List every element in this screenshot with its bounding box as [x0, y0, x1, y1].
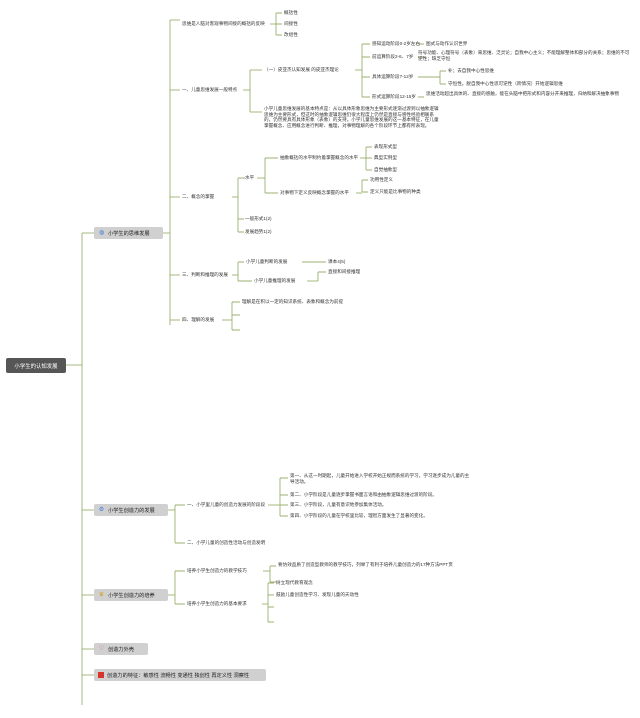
node-creativity-stages[interactable]: 一、小学里儿童的创造力发展的阶段段	[187, 502, 266, 507]
branch-label: 创造力外壳	[108, 646, 134, 653]
node-reasoning-item[interactable]: 直接和间接推理	[328, 269, 361, 274]
node-basic-requirements[interactable]: 培养小学生创造力的基本要求	[187, 601, 247, 606]
node-creative-activities[interactable]: 二、小学儿童的创造性活动与创造发明	[187, 540, 266, 545]
branch-thinking-development[interactable]: ◍ 小学生的思维发展	[94, 227, 163, 239]
node-stage-sensorimotor[interactable]: 感知运动阶段0-2岁左右	[372, 41, 420, 46]
node-creativity-stage[interactable]: 第二、小学阶段是儿童逐步掌握书面言语和由抽象逻辑思维过渡的阶段。	[290, 492, 438, 497]
root-node[interactable]: 小学生的认知发展	[6, 358, 66, 373]
globe-icon: ◍	[98, 229, 105, 236]
node-understanding-desc[interactable]: 理解是在积以一定的知识系统、表象和概念为前提	[242, 299, 344, 304]
node-abstract-item[interactable]: 自觉抽象型	[374, 167, 397, 172]
node-intro-item[interactable]: 改组性	[284, 32, 298, 37]
branch-label: 小学生创造力的培养	[108, 592, 155, 599]
branch-label: 创造力的特征：敏感性 流畅性 变通性 独创性 再定义性 洞察性	[107, 672, 250, 679]
node-requirement-item[interactable]: 鼓励儿童创造性学习、发现儿童的天动性	[276, 592, 359, 597]
branch-label: 小学生创造力的发展	[108, 507, 155, 514]
node-stage-desc: 符号功能、心理符号（表象）来思维、泛灵论；自我中心主义；不能理解整体和部分的关系…	[418, 50, 630, 61]
node-concept-mastery[interactable]: 二、概念的掌握	[182, 194, 215, 199]
node-stage-concrete[interactable]: 具体运算阶段7-12岁	[372, 74, 414, 79]
node-abstract-level[interactable]: 抽象概括的水平制约着掌握概念的水平	[280, 155, 359, 160]
branch-creativity-development[interactable]: ⚙ 小学生创造力的发展	[94, 504, 168, 516]
node-understanding[interactable]: 四、理解的发展	[182, 317, 215, 322]
node-abstract-item[interactable]: 表现形式型	[374, 144, 397, 149]
node-judgement[interactable]: 小学儿童判断的发展	[246, 259, 288, 264]
node-trend[interactable]: 发展趋势1(2)	[245, 229, 272, 234]
node-general-features[interactable]: 一、儿童思维发展一般特点	[182, 87, 238, 92]
node-requirement-item[interactable]: 树立现代教育观念	[276, 580, 313, 585]
node-intro-item[interactable]: 概括性	[284, 10, 298, 15]
heart-icon: ♡	[98, 645, 105, 652]
node-definition-item[interactable]: 功用性定义	[370, 177, 393, 182]
node-thinking-definition[interactable]: 思维是人脑对客观事物间接的概括的反映	[182, 21, 265, 26]
branch-creativity-features[interactable]: 创造力的特征：敏感性 流畅性 变通性 独创性 再定义性 洞察性	[94, 669, 266, 681]
node-reasoning[interactable]: 小学儿童推理的发展	[254, 278, 296, 283]
node-stage-desc: 补；去自我中心性思维	[448, 68, 494, 73]
node-piaget-theory[interactable]: （一）皮亚杰认知发展 的皮亚杰理论	[264, 67, 339, 72]
node-teaching-desc[interactable]: 要仿效品质了创造型教师的教学技巧，列举了有利于培养儿童创造力的17种方法PPT页	[278, 562, 453, 567]
node-stage-formal[interactable]: 形式运算阶段12-15岁	[372, 94, 416, 99]
node-judgement-item[interactable]: 课本4(5)	[328, 259, 346, 264]
node-abstract-item[interactable]: 典型实例型	[374, 155, 397, 160]
node-stage-desc: 思维活动超出具体的、直接的感触，能在头脑中把形式和内容分开来推理，归纳和解决抽象…	[426, 91, 619, 96]
node-judgement-reasoning[interactable]: 三、判断和推理的发展	[182, 272, 228, 277]
node-general-form[interactable]: 一般形式1(2)	[245, 216, 272, 221]
flag-icon	[98, 672, 104, 678]
branch-creativity-shell[interactable]: ♡ 创造力外壳	[94, 643, 148, 655]
branch-creativity-cultivation[interactable]: ♛ 小学生创造力的培养	[94, 589, 168, 601]
trophy-icon: ♛	[98, 591, 105, 598]
gear-icon: ⚙	[98, 506, 105, 513]
node-level[interactable]: 水平	[245, 175, 255, 180]
branch-label: 小学生的思维发展	[108, 230, 150, 237]
node-intro-item[interactable]: 间接性	[284, 21, 298, 26]
node-definition-item[interactable]: 定义只能是比事物的种类	[370, 189, 421, 194]
node-stage-desc: 守恒性。脱自我中心性思可逆性（跨情况）开始逻辑思维	[448, 81, 563, 86]
node-stage-preoperational[interactable]: 前运算阶段2-6、7岁	[372, 54, 414, 59]
node-creativity-stage[interactable]: 第四、小学阶段的儿童在学校里比较，理智方面发生了显著的变化。	[290, 513, 428, 518]
node-creativity-stage[interactable]: 第三、小学阶段，儿童有意识地参加集体活动。	[290, 502, 387, 507]
node-basic-features-paragraph: 小学儿童思维发展的基本特点是：从以具体形象思维为主要形式逐渐过渡到以抽象逻辑思维…	[264, 106, 439, 129]
node-teaching-skills[interactable]: 培养小学生创造力的教学技巧	[187, 568, 247, 573]
node-creativity-stage[interactable]: 第一、从这一时期起，儿童开始进入学校开始正规而系统的学习，学习逐步成为儿童的主导…	[290, 473, 470, 484]
node-stage-desc: 图式与动作认识世界	[426, 41, 468, 46]
node-definition-level[interactable]: 对事物下定义反映概念掌握的水平	[280, 190, 349, 195]
